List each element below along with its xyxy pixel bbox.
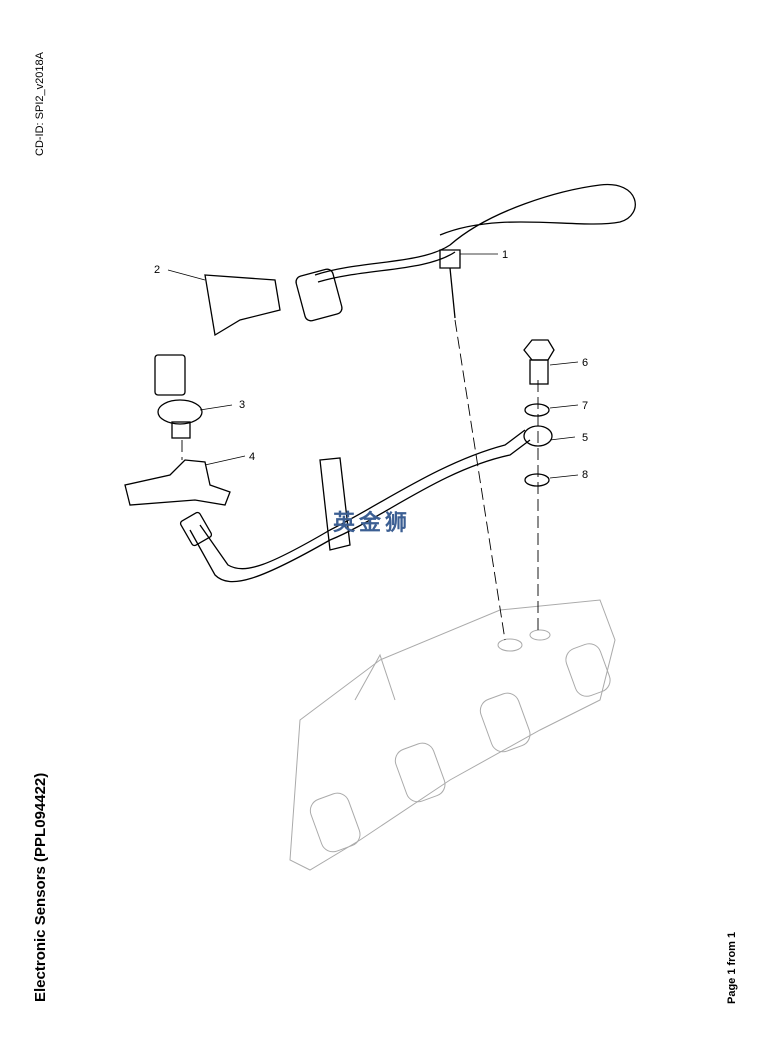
washer-part-8: [524, 473, 550, 487]
callout-5: 5: [582, 432, 588, 444]
callout-3: 3: [239, 399, 245, 411]
callout-6: 6: [582, 357, 588, 369]
assembly-leaders: [181, 319, 539, 641]
callout-4: 4: [249, 451, 255, 463]
pressure-sensor-part-3: [154, 354, 203, 439]
pipe-part-5: [179, 425, 553, 583]
callout-2: 2: [154, 264, 160, 276]
bracket-part-4: [124, 459, 231, 506]
washer-part-7: [524, 403, 550, 417]
sensor-harness: [295, 183, 636, 322]
exhaust-manifold: [289, 599, 616, 871]
callout-1: 1: [502, 249, 508, 261]
callout-8: 8: [582, 469, 588, 481]
callout-7: 7: [582, 400, 588, 412]
bracket-part-2: [204, 274, 281, 337]
banjo-bolt-part-6: [523, 339, 555, 385]
watermark: 英金狮: [333, 511, 412, 536]
